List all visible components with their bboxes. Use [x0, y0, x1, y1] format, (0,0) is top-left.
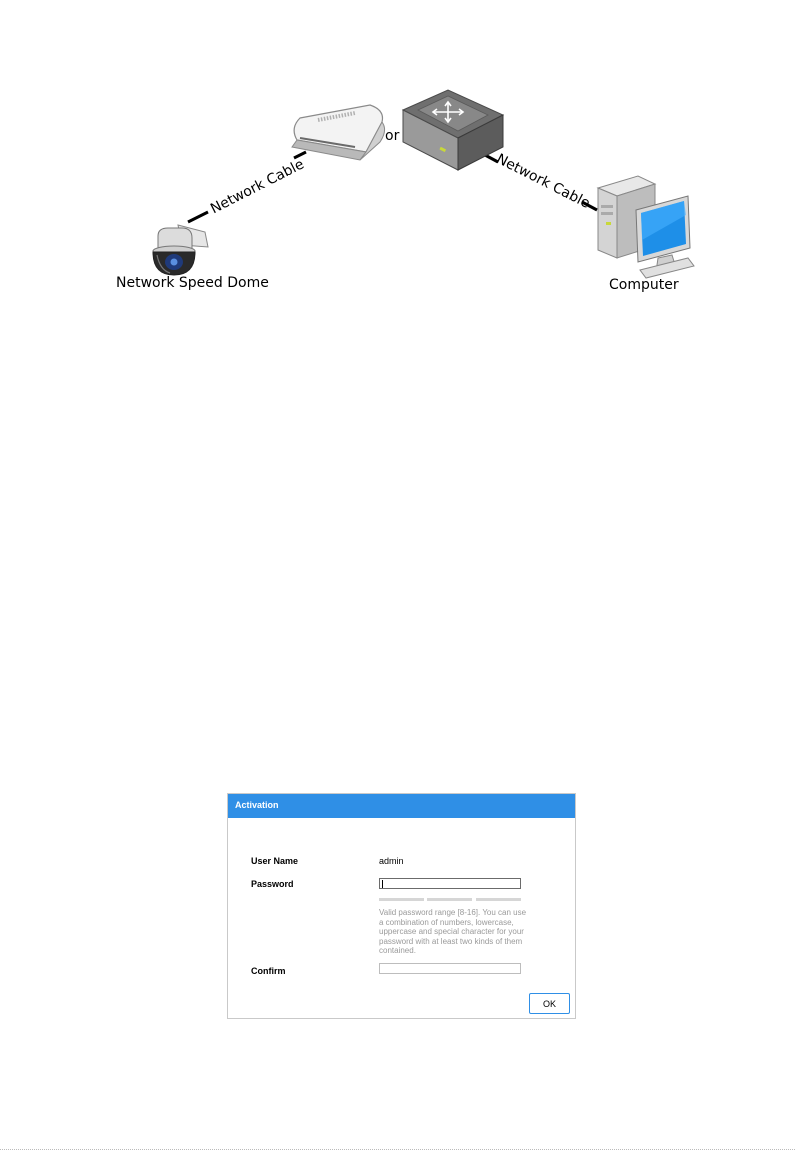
- computer-icon: [598, 176, 694, 278]
- diagram-drawing: [0, 0, 795, 320]
- user-name-label: User Name: [251, 856, 298, 866]
- ok-button[interactable]: OK: [529, 993, 570, 1014]
- strength-bar-3: [476, 898, 521, 901]
- router-icon: [292, 105, 385, 160]
- speed-dome-camera-icon: [153, 225, 208, 275]
- password-input[interactable]: [379, 878, 521, 889]
- or-label: or: [385, 128, 399, 144]
- computer-label: Computer: [609, 277, 679, 293]
- password-strength-meter: [379, 898, 521, 901]
- activation-dialog: Activation User Name admin Password Vali…: [227, 793, 576, 1019]
- password-hint: Valid password range [8-16]. You can use…: [379, 908, 527, 956]
- cable-left-lower: [188, 212, 208, 222]
- dome-label: Network Speed Dome: [116, 275, 269, 291]
- password-label: Password: [251, 879, 294, 889]
- page-footer-rule: [0, 1149, 795, 1150]
- dialog-title: Activation: [228, 794, 575, 818]
- strength-bar-2: [427, 898, 472, 901]
- confirm-label: Confirm: [251, 966, 286, 976]
- strength-bar-1: [379, 898, 424, 901]
- user-name-value: admin: [379, 856, 404, 866]
- confirm-password-input[interactable]: [379, 963, 521, 974]
- text-caret: [382, 880, 383, 888]
- network-connection-diagram: or Network Cable Network Cable Network S…: [0, 0, 795, 320]
